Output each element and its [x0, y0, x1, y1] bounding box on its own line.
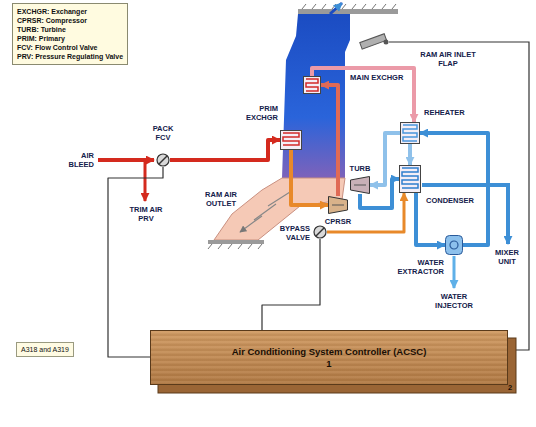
aircraft-type: A318 and A319: [21, 345, 69, 354]
reheater: REHEATER: [400, 122, 420, 144]
aircraft-type-tag: A318 and A319: [16, 342, 74, 357]
component-label: PACK FCV: [148, 124, 178, 142]
fuselage-skin: [298, 9, 398, 14]
abbreviation-entry: FCV: Flow Control Valve: [17, 43, 123, 52]
primary-exchanger: PRIM EXCHGR: [280, 130, 302, 150]
air-pipe: [327, 193, 404, 232]
rect-part: [304, 77, 321, 94]
flap-actuator: [384, 40, 389, 45]
bypass-valve-symbol: [313, 225, 327, 239]
air-pipe: [420, 133, 488, 245]
reheater-symbol: [400, 122, 420, 144]
compressor-symbol: [328, 196, 348, 214]
flow-control-valve-symbol: [156, 153, 170, 167]
primary-exchanger-symbol: [280, 130, 302, 150]
mixer-pipe: [422, 185, 508, 244]
abbreviation-entry: EXCHGR: Exchanger: [17, 7, 123, 16]
control-wire: [389, 42, 529, 350]
rect-part: [400, 166, 421, 193]
air-pipe: [170, 140, 280, 160]
inlet-flap: [360, 34, 387, 49]
abbreviation-entry: PRIM: Primary: [17, 34, 123, 43]
part-label: MIXER UNIT: [490, 248, 524, 266]
main-exchanger: MAIN EXCHGR: [303, 76, 321, 94]
water-extractor: WATER EXTRACTOR: [445, 235, 463, 255]
part-label: RAM AIR INLET FLAP: [420, 50, 476, 68]
rect-part: [401, 123, 420, 144]
abbreviation-entry: CPRSR: Compressor: [17, 16, 123, 25]
component-label: REHEATER: [424, 108, 465, 117]
line-part: [316, 228, 324, 236]
air-pipe: [291, 150, 328, 205]
polyline-part: [306, 79, 318, 91]
line-part: [332, 205, 344, 206]
component-label: BYPASS VALVE: [270, 224, 310, 242]
abbreviation-key: EXCHGR: ExchangerCPRSR: CompressorTURB: …: [12, 3, 128, 65]
component-label: TURB: [346, 164, 374, 173]
main-exchanger-symbol: [303, 76, 321, 94]
control-wire: [108, 167, 163, 357]
part-label: RAM AIR OUTLET: [200, 190, 242, 208]
bleed-pipe: [98, 158, 154, 162]
line-part: [159, 156, 167, 164]
abbreviation-entry: TURB: Turbine: [17, 25, 123, 34]
polyline-part: [402, 168, 418, 188]
polygon-part: [351, 177, 370, 194]
component-label: CPRSR: [318, 217, 358, 226]
compressor: CPRSR: [328, 196, 348, 214]
abbreviation-entry: PRV: Pressure Regulating Valve: [17, 52, 123, 61]
condenser: CONDENSER: [399, 165, 421, 193]
water-extractor-symbol: [445, 235, 463, 255]
air-pipe: [312, 68, 414, 122]
polyline-part: [283, 133, 299, 145]
trim-air-pipe: [144, 162, 147, 201]
air-pipe: [321, 85, 338, 196]
component-label: MAIN EXCHGR: [350, 73, 403, 82]
polygon-part: [329, 197, 348, 214]
skin-hatch: [302, 4, 396, 9]
part-label: AIR BLEED: [64, 151, 94, 169]
controller-box: Air Conditioning System Controller (ACSC…: [150, 330, 508, 385]
control-wire: [262, 239, 320, 330]
flow-control-valve: PACK FCV: [156, 153, 170, 167]
skin-hatch: [208, 244, 262, 249]
ram-air-outlet-duct: [214, 178, 345, 240]
injector-pipe: [453, 256, 456, 288]
ram-air-flow-arrow: [330, 3, 342, 14]
fuselage-skin: [208, 240, 264, 244]
unit-number: 2: [506, 383, 514, 392]
line-part: [354, 185, 366, 186]
component-label: WATER EXTRACTOR: [390, 258, 444, 276]
circle-part: [450, 241, 458, 249]
part-label: TRIM AIR PRV: [124, 205, 168, 223]
condenser-symbol: [399, 165, 421, 193]
part-label: WATER INJECTOR: [428, 292, 480, 310]
turbine-symbol: [350, 176, 370, 194]
controller-name: Air Conditioning System Controller (ACSC…: [229, 346, 429, 370]
circle-part: [157, 154, 169, 166]
component-label: CONDENSER: [426, 196, 474, 205]
bypass-valve: BYPASS VALVE: [313, 225, 327, 239]
circle-part: [314, 226, 326, 238]
rect-part: [281, 131, 302, 150]
turbine: TURB: [350, 176, 370, 194]
rect-part: [446, 236, 463, 255]
polyline-part: [403, 125, 417, 141]
component-label: PRIM EXCHGR: [234, 104, 278, 122]
air-pipe: [408, 144, 412, 165]
